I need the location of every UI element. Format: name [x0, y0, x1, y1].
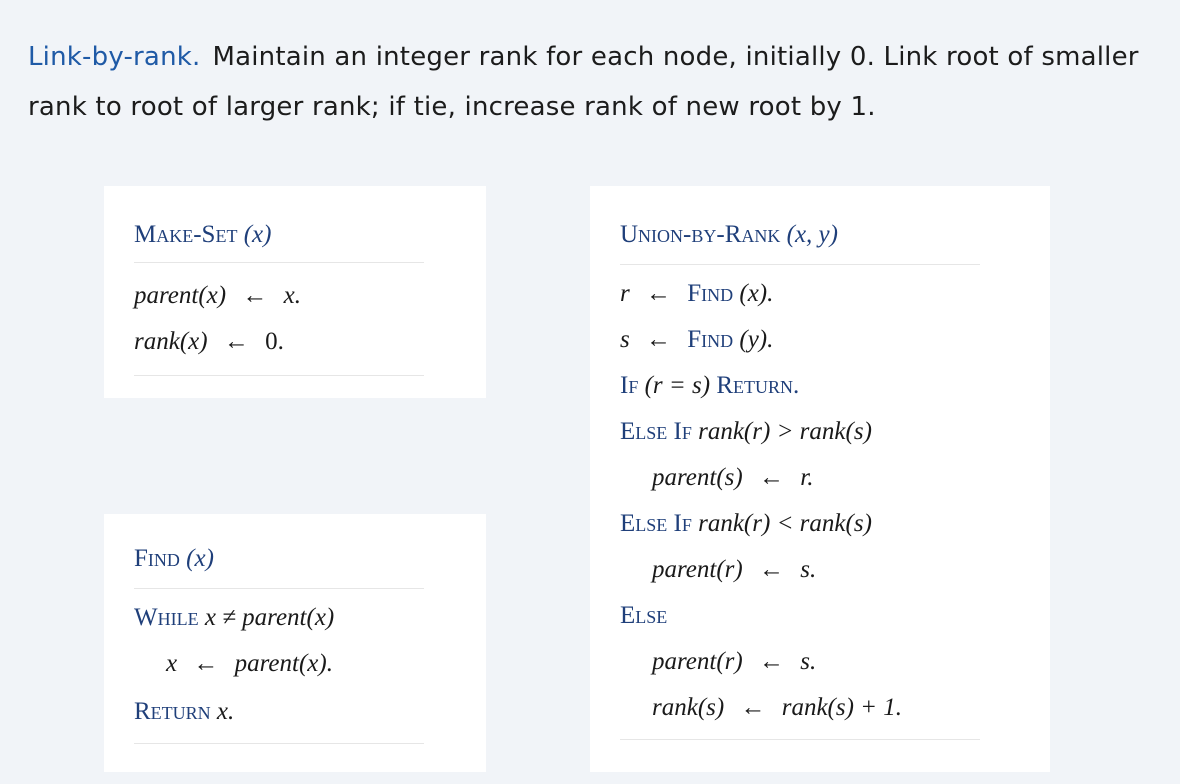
union-by-rank-box: Union-by-Rank (x, y) r ← Find (x). s ← F… — [590, 186, 1050, 772]
union-line-assign-3: parent(r) ← s. — [620, 639, 980, 685]
assign-2-lhs: parent(r) — [652, 556, 743, 583]
find-return-value: x. — [216, 698, 235, 725]
assign-arrow: ← — [242, 282, 268, 309]
union-r-arg: (x). — [739, 280, 774, 307]
return-keyword: Return — [134, 698, 211, 725]
find-algorithm: Find (x) While x ≠ parent(x) x ← parent(… — [134, 536, 424, 744]
union-line-else: Else — [620, 593, 980, 639]
union-line-s: s ← Find (y). — [620, 317, 980, 363]
assign-arrow: ← — [193, 650, 219, 677]
assign-4-rhs: rank(s) + 1. — [781, 694, 903, 721]
term-link-by-rank: Link-by-rank. — [28, 42, 201, 72]
make-set-divider-top — [134, 262, 424, 263]
find-args: (x) — [186, 545, 214, 572]
union-name: Union-by-Rank — [620, 221, 781, 248]
find-return-line: Return x. — [134, 689, 424, 735]
assign-arrow: ← — [758, 464, 784, 491]
condition-less: rank(r) < rank(s) — [698, 510, 872, 537]
union-line-assign-1: parent(s) ← r. — [620, 455, 980, 501]
find-divider-top — [134, 588, 424, 589]
make-set-line-1: parent(x) ← x. — [134, 273, 424, 319]
make-set-divider-bottom — [134, 375, 424, 376]
assign-arrow: ← — [645, 326, 671, 353]
assign-arrow: ← — [758, 648, 784, 675]
union-line-assign-2: parent(r) ← s. — [620, 547, 980, 593]
find-name: Find — [134, 545, 180, 572]
while-keyword: While — [134, 604, 199, 631]
union-args: (x, y) — [786, 221, 838, 248]
if-condition: (r = s) — [644, 372, 711, 399]
union-title: Union-by-Rank (x, y) — [620, 212, 980, 258]
return-keyword: Return. — [716, 372, 800, 399]
else-keyword: Else — [620, 602, 668, 629]
else-if-keyword: Else If — [620, 418, 692, 445]
union-by-rank-algorithm: Union-by-Rank (x, y) r ← Find (x). s ← F… — [620, 212, 980, 740]
assign-arrow: ← — [758, 556, 784, 583]
union-r-lhs: r — [620, 280, 630, 307]
make-set-algorithm: Make-Set (x) parent(x) ← x. rank(x) ← 0. — [134, 212, 424, 376]
union-line-assign-4: rank(s) ← rank(s) + 1. — [620, 685, 980, 731]
find-box: Find (x) While x ≠ parent(x) x ← parent(… — [104, 514, 486, 772]
union-line-if: If (r = s) Return. — [620, 363, 980, 409]
find-loop-rhs: parent(x). — [234, 650, 333, 677]
find-loop-lhs: x — [166, 650, 178, 677]
assign-3-lhs: parent(r) — [652, 648, 743, 675]
intro-paragraph: Link-by-rank.Maintain an integer rank fo… — [28, 32, 1158, 132]
assign-2-rhs: s. — [800, 556, 817, 583]
union-s-arg: (y). — [739, 326, 774, 353]
find-loop-line: x ← parent(x). — [134, 641, 424, 687]
if-keyword: If — [620, 372, 639, 399]
assign-1-rhs: r. — [800, 464, 814, 491]
intro-text: Maintain an integer rank for each node, … — [28, 42, 1139, 122]
union-line-elseif-gt: Else If rank(r) > rank(s) — [620, 409, 980, 455]
find-keyword: Find — [687, 280, 734, 307]
make-set-box: Make-Set (x) parent(x) ← x. rank(x) ← 0. — [104, 186, 486, 398]
assign-4-lhs: rank(s) — [652, 694, 725, 721]
condition-greater: rank(r) > rank(s) — [698, 418, 872, 445]
make-set-line-2-lhs: rank(x) — [134, 328, 208, 355]
make-set-name: Make-Set — [134, 221, 238, 248]
make-set-title: Make-Set (x) — [134, 212, 424, 258]
assign-1-lhs: parent(s) — [652, 464, 743, 491]
make-set-line-2-rhs: 0. — [265, 328, 284, 355]
find-keyword: Find — [687, 326, 734, 353]
union-divider-top — [620, 264, 980, 265]
make-set-line-2: rank(x) ← 0. — [134, 319, 424, 365]
find-while-line: While x ≠ parent(x) — [134, 595, 424, 641]
union-divider-bottom — [620, 739, 980, 740]
make-set-line-1-rhs: x. — [283, 282, 301, 309]
find-title: Find (x) — [134, 536, 424, 582]
find-divider-bottom — [134, 743, 424, 744]
assign-arrow: ← — [223, 328, 249, 355]
while-condition: x ≠ parent(x) — [204, 604, 335, 631]
union-line-r: r ← Find (x). — [620, 271, 980, 317]
make-set-line-1-lhs: parent(x) — [134, 282, 227, 309]
union-line-elseif-lt: Else If rank(r) < rank(s) — [620, 501, 980, 547]
union-s-lhs: s — [620, 326, 630, 353]
assign-arrow: ← — [740, 694, 766, 721]
make-set-args: (x) — [243, 221, 272, 248]
else-if-keyword: Else If — [620, 510, 692, 537]
assign-arrow: ← — [645, 280, 671, 307]
assign-3-rhs: s. — [800, 648, 817, 675]
